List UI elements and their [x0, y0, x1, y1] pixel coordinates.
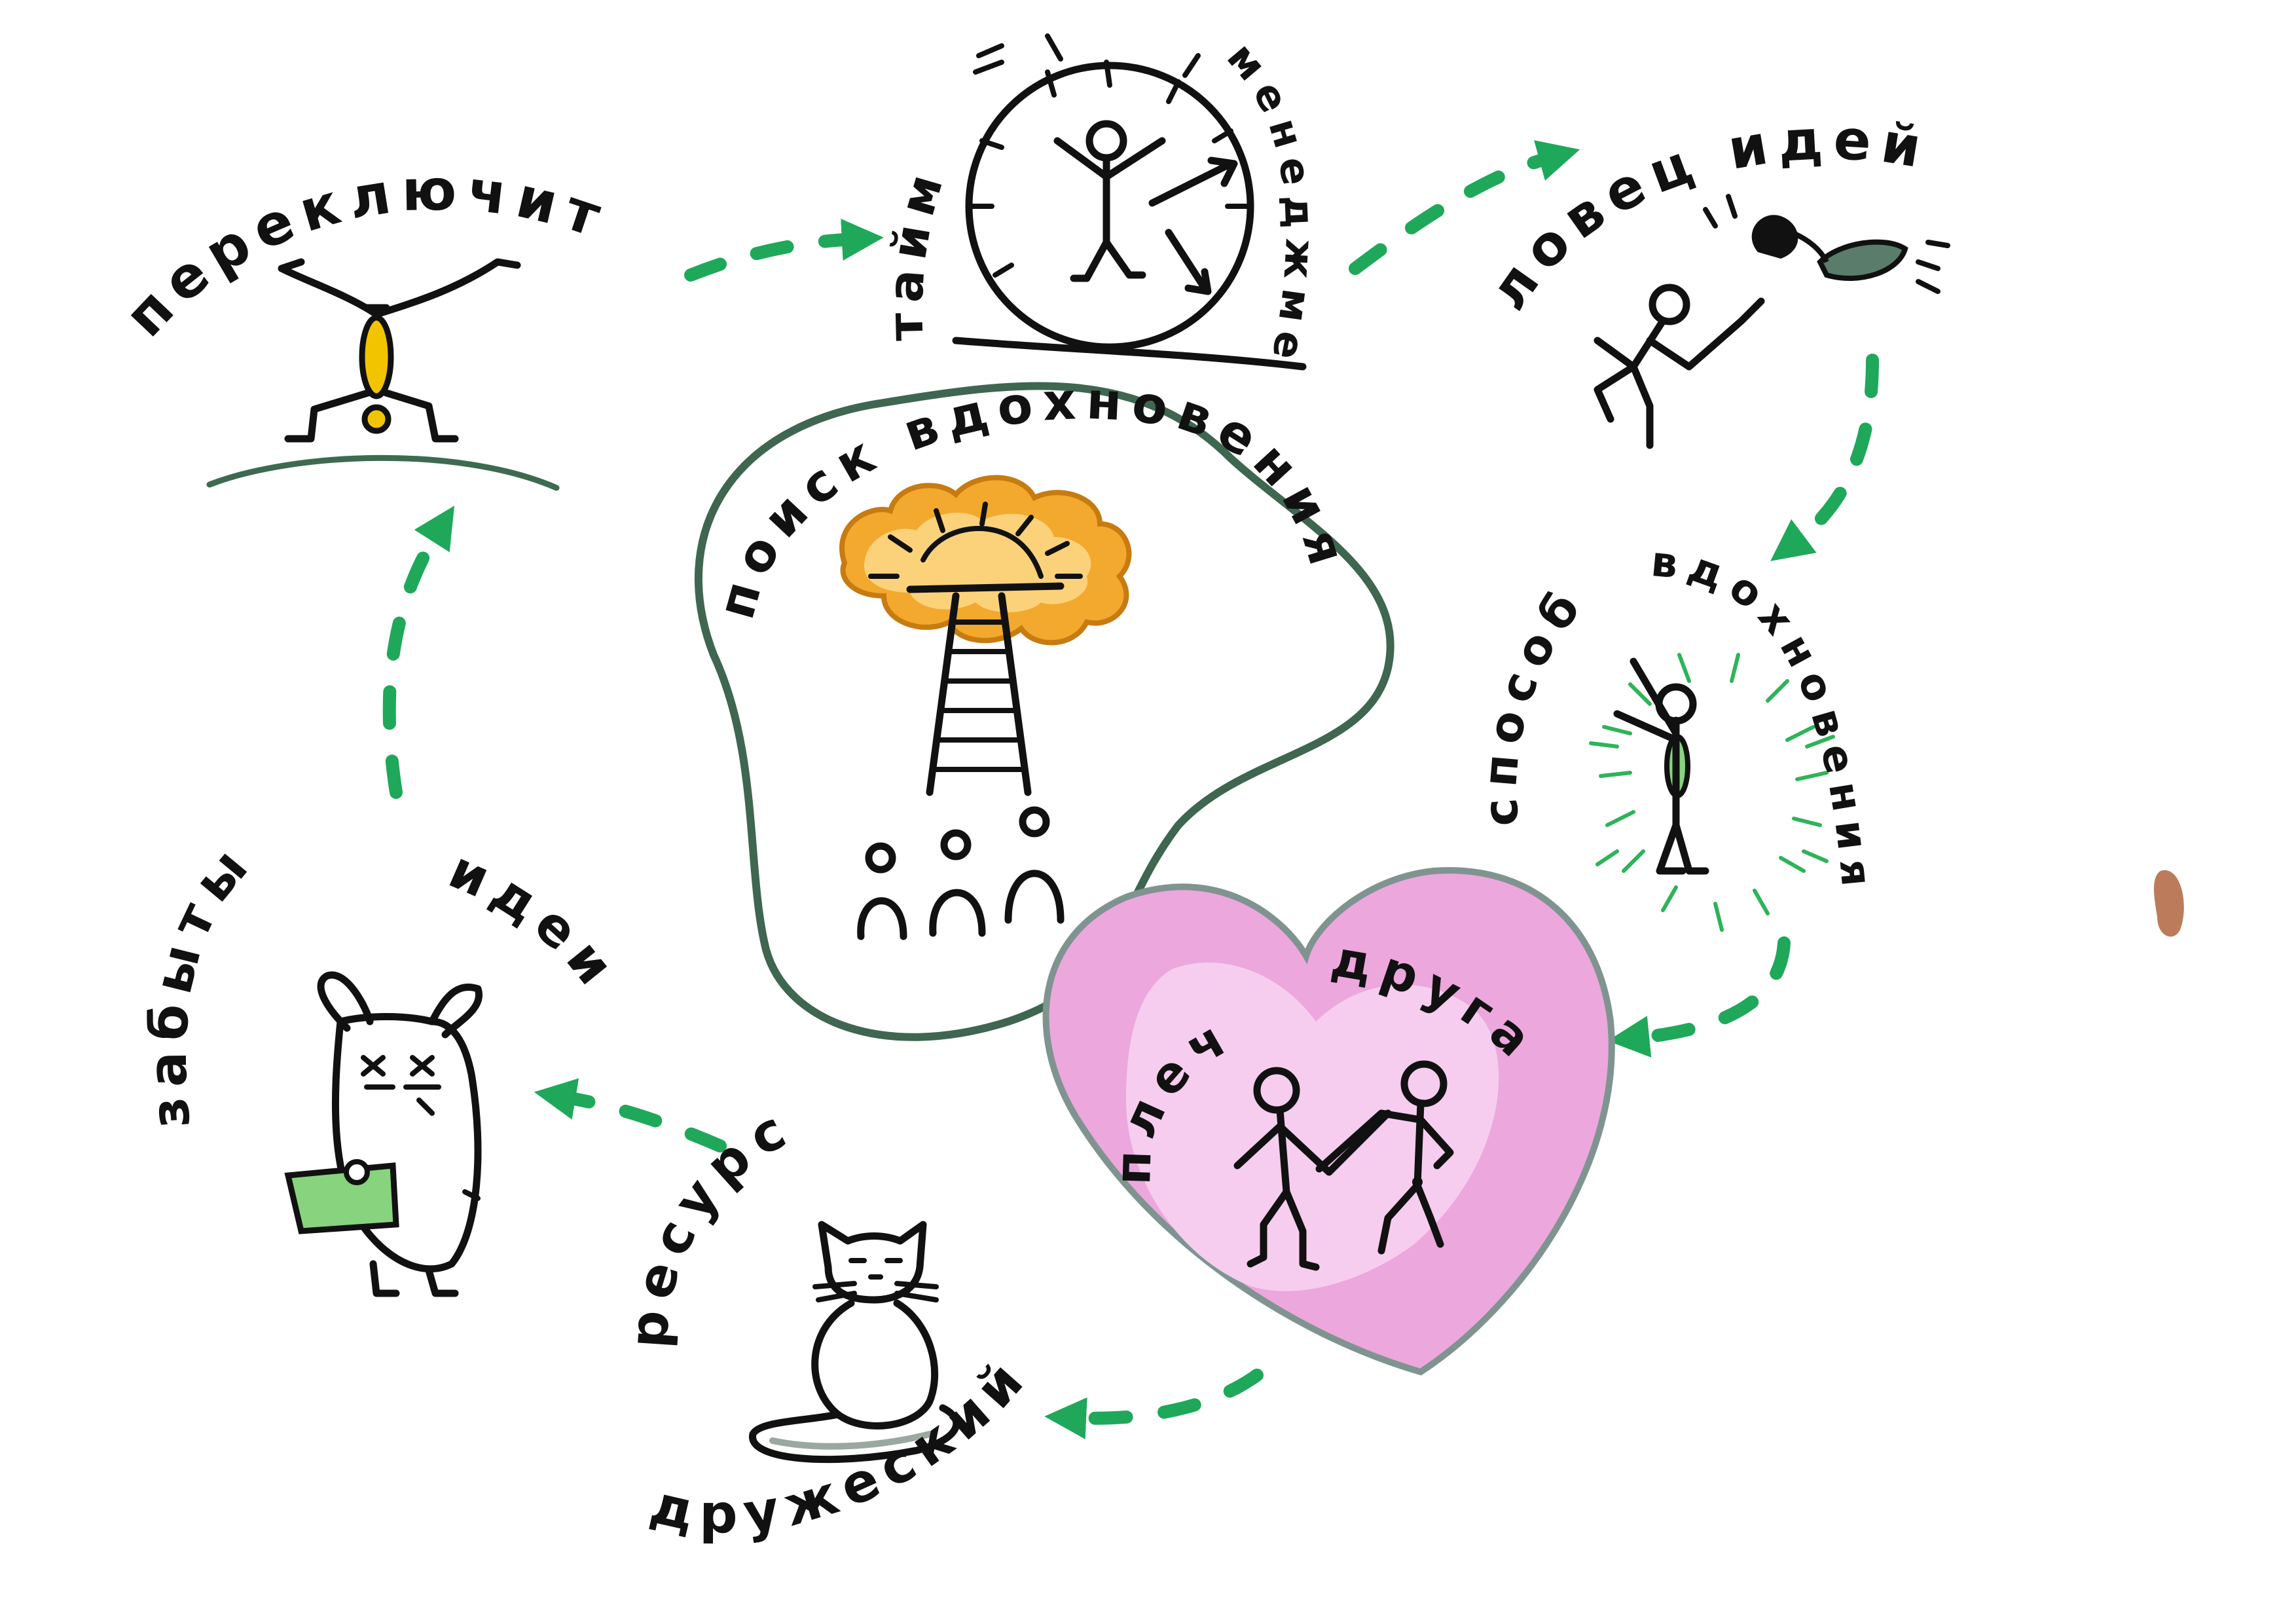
- arrow-time-to-catcher: [1349, 140, 1580, 275]
- heart-highlight: [1126, 962, 1499, 1291]
- friend-shoulder-node: плечо друга: [0, 0, 1615, 1376]
- people-group-icon: [857, 806, 1065, 940]
- time-label-right: менеджмент: [0, 0, 1324, 373]
- arrow-method-to-shoulder: [1607, 936, 1791, 1058]
- switch-node: переключиться: [0, 0, 617, 491]
- two-friends-figure-icon: [1233, 1060, 1454, 1271]
- forgotten-label-right: идеи: [441, 839, 631, 1003]
- handstand-figure-icon: [278, 258, 521, 443]
- glow-rays-icon: [1589, 653, 1835, 932]
- flow-arrows: [382, 140, 1879, 1439]
- forgotten-label-left: забытые: [0, 0, 265, 1130]
- arrow-catcher-to-method: [1770, 354, 1879, 561]
- runner-in-wheel-icon: [1053, 120, 1166, 282]
- friendly-resource-node: ресурс дружеский: [618, 1096, 1032, 1546]
- paper-stain: [2154, 870, 2184, 937]
- inspired-figure-icon: [1613, 657, 1709, 875]
- inspiration-burst: [839, 475, 1132, 646]
- flying-idea-icon: [1703, 194, 1950, 294]
- arrow-switch-to-time: [684, 219, 884, 282]
- cow-icon: [284, 971, 483, 1297]
- ground-hill: [206, 454, 560, 491]
- center-blob-outline: [694, 382, 1394, 1041]
- arrow-resource-to-forgotten: [534, 1078, 727, 1153]
- time-management-node: тайм менеджмент: [0, 0, 1324, 373]
- time-label-left: тайм: [877, 159, 957, 341]
- switch-label: переключиться: [0, 0, 617, 350]
- running-catcher-figure-icon: [1594, 284, 1765, 449]
- ladder-icon: [926, 592, 1032, 796]
- method-node: способ вдохновения: [1472, 538, 1872, 932]
- method-label-left: способ: [1472, 574, 1596, 828]
- arrow-forgotten-to-switch: [382, 506, 455, 799]
- resource-label-top: ресурс: [618, 1096, 803, 1350]
- cat-icon: [749, 1221, 960, 1464]
- clock-hands-icon: [1148, 157, 1238, 295]
- arrow-shoulder-to-friendly: [1044, 1369, 1264, 1439]
